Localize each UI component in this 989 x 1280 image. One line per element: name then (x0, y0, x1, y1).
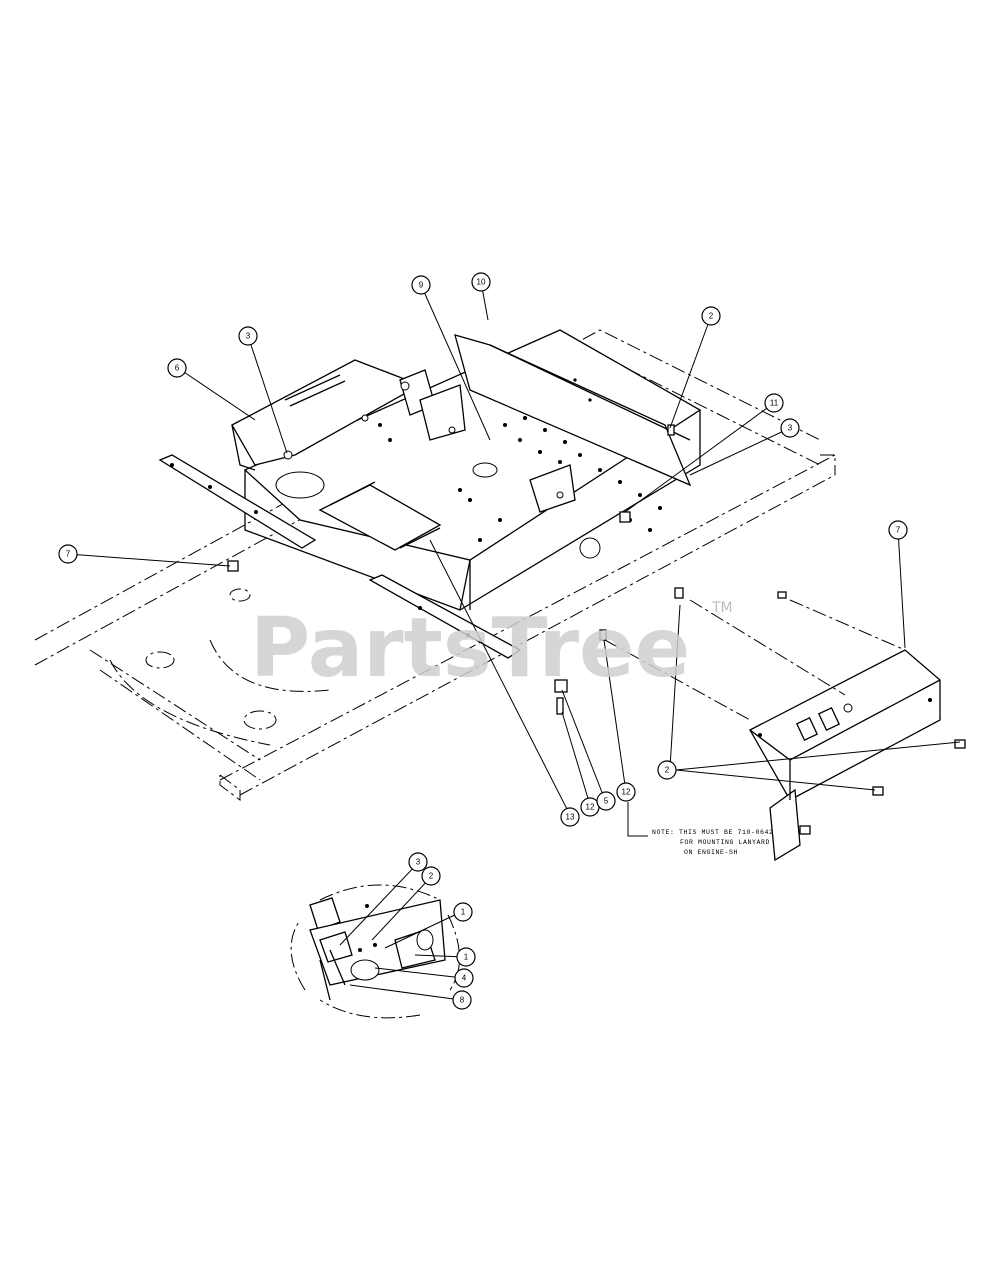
leader-lines (67, 281, 961, 837)
upper-brackets (399, 369, 576, 513)
svg-text:8: 8 (460, 996, 465, 1005)
svg-text:12: 12 (622, 788, 631, 797)
svg-text:13: 13 (566, 813, 575, 822)
callout-10: 10 (471, 272, 491, 292)
callout-3: 3 (408, 852, 428, 872)
svg-text:9: 9 (419, 281, 424, 290)
rear-shroud (231, 359, 422, 471)
callout-3: 3 (238, 326, 258, 346)
svg-text:7: 7 (66, 550, 71, 559)
svg-text:2: 2 (665, 766, 670, 775)
projection-lines (604, 599, 906, 721)
svg-text:3: 3 (788, 424, 793, 433)
svg-text:2: 2 (429, 872, 434, 881)
callout-13: 13 (560, 807, 580, 827)
installation-note: NOTE: THIS MUST BE 710-0642 FOR MOUNTING… (652, 829, 774, 856)
upper-shield (454, 334, 692, 487)
callout-9: 9 (411, 275, 431, 295)
svg-text:3: 3 (246, 332, 251, 341)
svg-text:12: 12 (586, 803, 595, 812)
svg-text:6: 6 (175, 364, 180, 373)
callout-12: 12 (616, 782, 636, 802)
console-cover (749, 649, 941, 862)
note-line-3: ON ENGINE-SH (684, 849, 738, 856)
side-straps (158, 454, 522, 659)
svg-text:10: 10 (477, 278, 486, 287)
hardware (227, 424, 966, 835)
note-line-1: NOTE: THIS MUST BE 710-0642 (652, 829, 774, 836)
callout-7: 7 (888, 520, 908, 540)
callout-1: 1 (456, 947, 476, 967)
callouts: 6 3 9 10 2 11 3 7 7 2 13 12 5 12 3 2 1 1… (58, 272, 908, 1010)
callout-5: 5 (596, 791, 616, 811)
callout-7: 7 (58, 544, 78, 564)
svg-text:3: 3 (416, 858, 421, 867)
svg-text:4: 4 (462, 974, 467, 983)
svg-text:5: 5 (604, 797, 609, 806)
svg-text:1: 1 (461, 908, 466, 917)
svg-text:11: 11 (770, 399, 779, 408)
svg-text:1: 1 (464, 953, 469, 962)
callout-2: 2 (701, 306, 721, 326)
note-line-2: FOR MOUNTING LANYARD (680, 839, 770, 846)
detail-inset (290, 862, 466, 1019)
access-plate (318, 481, 442, 551)
callout-8: 8 (452, 990, 472, 1010)
callout-12: 12 (580, 797, 600, 817)
svg-text:2: 2 (709, 312, 714, 321)
callout-2: 2 (421, 866, 441, 886)
watermark-brand: PartsTree (250, 601, 690, 696)
callout-11: 11 (764, 393, 784, 413)
watermark: PartsTree TM (250, 600, 733, 696)
callout-6: 6 (167, 358, 187, 378)
callout-2: 2 (657, 760, 677, 780)
watermark-trademark: TM (711, 600, 733, 616)
callout-3: 3 (780, 418, 800, 438)
callout-4: 4 (454, 968, 474, 988)
svg-text:7: 7 (896, 526, 901, 535)
callout-1: 1 (453, 902, 473, 922)
